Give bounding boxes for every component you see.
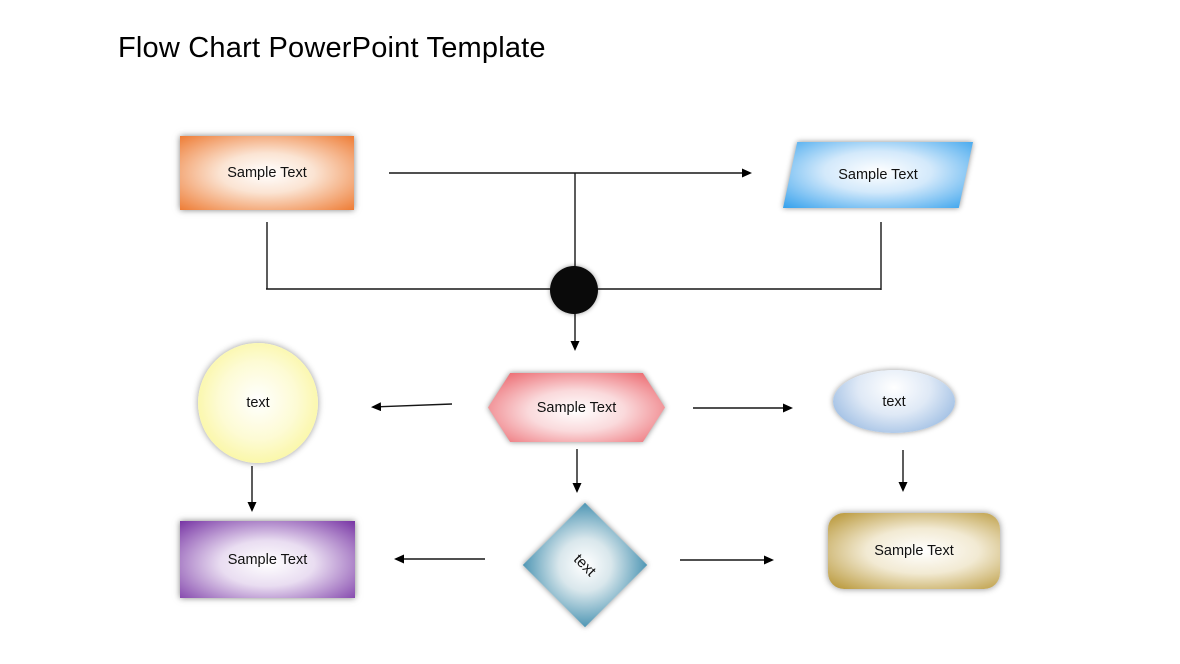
- hexagon-shape: Sample Text: [488, 373, 665, 442]
- node-label: Sample Text: [227, 551, 308, 568]
- node-left-circle[interactable]: text: [198, 343, 318, 463]
- node-junction-dot[interactable]: [550, 266, 598, 314]
- node-label: Sample Text: [874, 543, 954, 559]
- node-label: text: [570, 550, 600, 580]
- node-bottom-left-rectangle[interactable]: Sample Text: [180, 521, 355, 598]
- node-right-ellipse[interactable]: text: [833, 370, 955, 433]
- node-center-hexagon[interactable]: Sample Text: [488, 373, 665, 442]
- node-label: Sample Text: [838, 167, 918, 183]
- connector-hexagon-to-circle-arrow: [371, 402, 453, 412]
- node-top-right-parallelogram[interactable]: Sample Text: [783, 142, 973, 208]
- node-bottom-right-rounded-rectangle[interactable]: Sample Text: [828, 513, 1000, 589]
- node-top-left-rectangle[interactable]: Sample Text: [180, 136, 354, 210]
- node-label: Sample Text: [227, 165, 307, 181]
- node-label: text: [882, 393, 906, 410]
- node-label: text: [246, 395, 270, 411]
- slide-title: Flow Chart PowerPoint Template: [118, 32, 546, 64]
- node-label: Sample Text: [536, 399, 617, 416]
- parallelogram-shape: Sample Text: [783, 142, 973, 208]
